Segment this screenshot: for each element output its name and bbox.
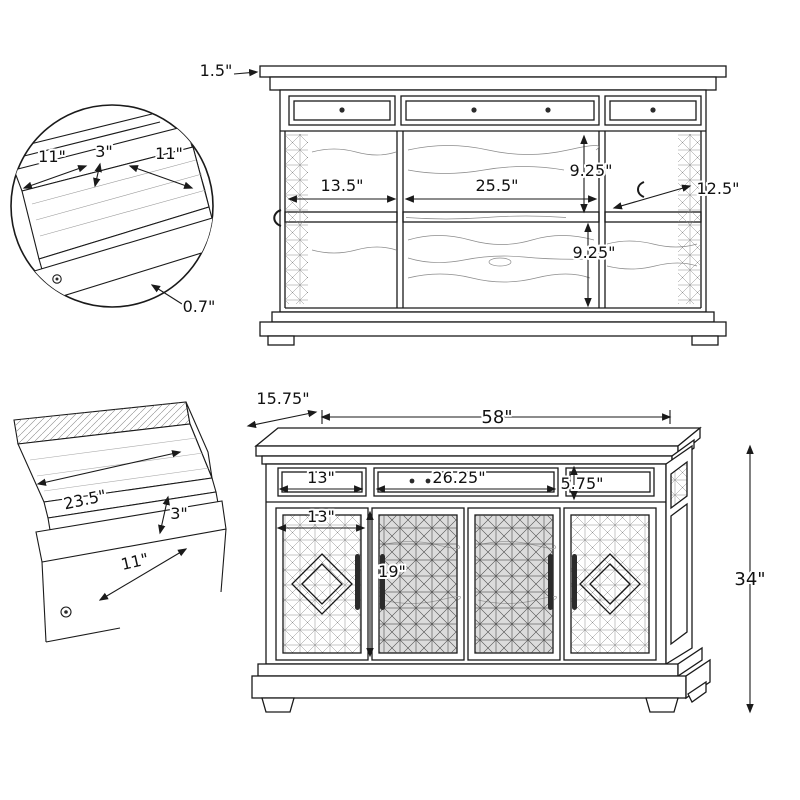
front-view-dimensions [246, 409, 754, 714]
drawer-detail-magnifier [10, 104, 214, 308]
drawer-knob [545, 107, 551, 113]
dim-inset-bottom-thickness: 0.7" [183, 297, 216, 316]
top-view-dimensions [233, 68, 692, 308]
dim-left-section-width: 13.5" [321, 176, 364, 195]
dim-inset-left-width: 11" [38, 147, 66, 166]
wood-grain-top-view [311, 145, 698, 283]
dim-open-drawer-depth: 11" [119, 549, 150, 574]
door-handle-icon [273, 209, 282, 227]
dim-arrow [36, 450, 182, 486]
dim-arrow [98, 548, 188, 601]
dim-right-section-width: 12.5" [697, 179, 740, 198]
leader-arrow [150, 284, 183, 305]
drawer-knob [339, 107, 345, 113]
dim-drawer-height: 5.75" [561, 474, 604, 493]
drawer-detail-open [13, 401, 227, 643]
front-view [251, 426, 711, 713]
door-handle-icon [380, 554, 385, 610]
dim-center-drawer-width: 26.25" [432, 468, 485, 487]
dim-left-drawer-width: 13" [307, 468, 335, 487]
dim-arrow [93, 162, 102, 188]
door-handle-icon [548, 554, 553, 610]
drawer-knob [425, 478, 431, 484]
dim-arrow [158, 495, 170, 535]
dim-open-drawer-height: 3" [170, 504, 188, 523]
dim-center-section-width: 25.5" [476, 176, 519, 195]
top-open-view [259, 65, 727, 346]
dim-inset-side-height: 3" [95, 142, 113, 161]
open-door-lattice-left [286, 134, 308, 304]
drawer-knob [409, 478, 415, 484]
dim-arrow [22, 165, 88, 189]
dim-depth: 15.75" [256, 389, 309, 408]
side-inset-panel [670, 502, 688, 646]
dim-arrow [128, 165, 194, 189]
drawer-knob [650, 107, 656, 113]
dim-top-board-thickness: 1.5" [200, 61, 233, 80]
dim-door-width: 13" [307, 507, 335, 526]
drawer-knob [471, 107, 477, 113]
dim-lower-compartment-height: 9.25" [573, 243, 616, 262]
dim-overall-width: 58" [481, 407, 512, 428]
dim-overall-height: 34" [734, 569, 765, 590]
side-fret-panel [670, 460, 688, 510]
dim-upper-compartment-height: 9.25" [570, 161, 613, 180]
open-door-lattice-right [678, 134, 700, 304]
door-handle-icon [572, 554, 577, 610]
dim-inset-right-width: 11" [155, 144, 183, 163]
dim-door-height: 19" [378, 562, 406, 581]
door-handle-icon [355, 554, 360, 610]
